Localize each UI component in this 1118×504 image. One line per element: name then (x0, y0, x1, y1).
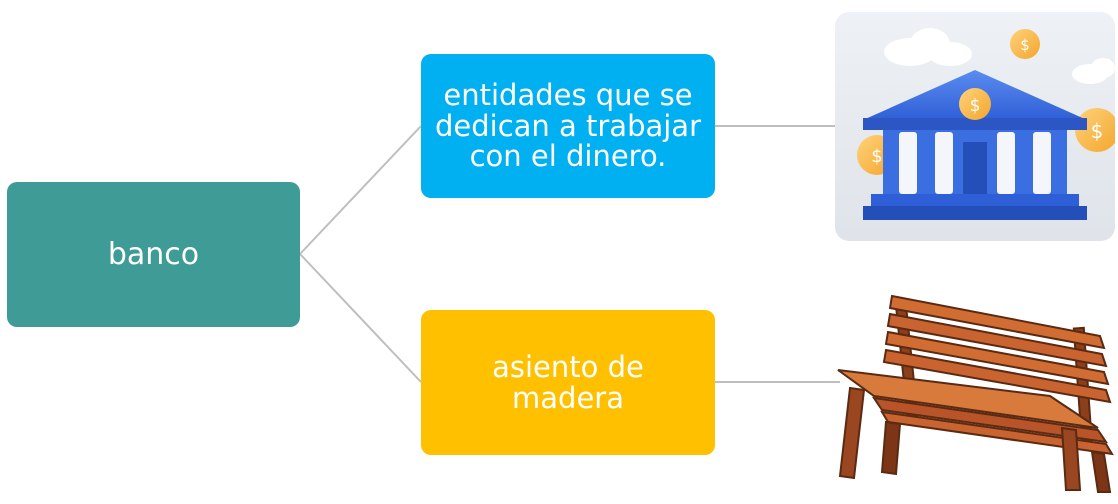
svg-text:$: $ (1020, 36, 1030, 54)
wooden-bench-icon (830, 278, 1118, 498)
meaning-node-entities: entidades que se dedican a trabajar con … (421, 54, 715, 198)
bank-building-icon: $ $ $ $ (835, 12, 1115, 241)
root-node-label: banco (107, 236, 200, 272)
root-node: banco (7, 182, 300, 327)
svg-text:$: $ (871, 146, 882, 167)
meaning-node-seat-label: asiento de madera (492, 350, 644, 415)
connector-root-to-meaning1 (299, 125, 422, 255)
meaning-node-seat: asiento de madera (421, 310, 715, 455)
svg-text:$: $ (970, 96, 981, 116)
meaning-node-entities-label: entidades que se dedican a trabajar con … (434, 78, 701, 174)
svg-text:$: $ (1091, 119, 1104, 143)
connector-root-to-meaning2 (299, 253, 422, 383)
